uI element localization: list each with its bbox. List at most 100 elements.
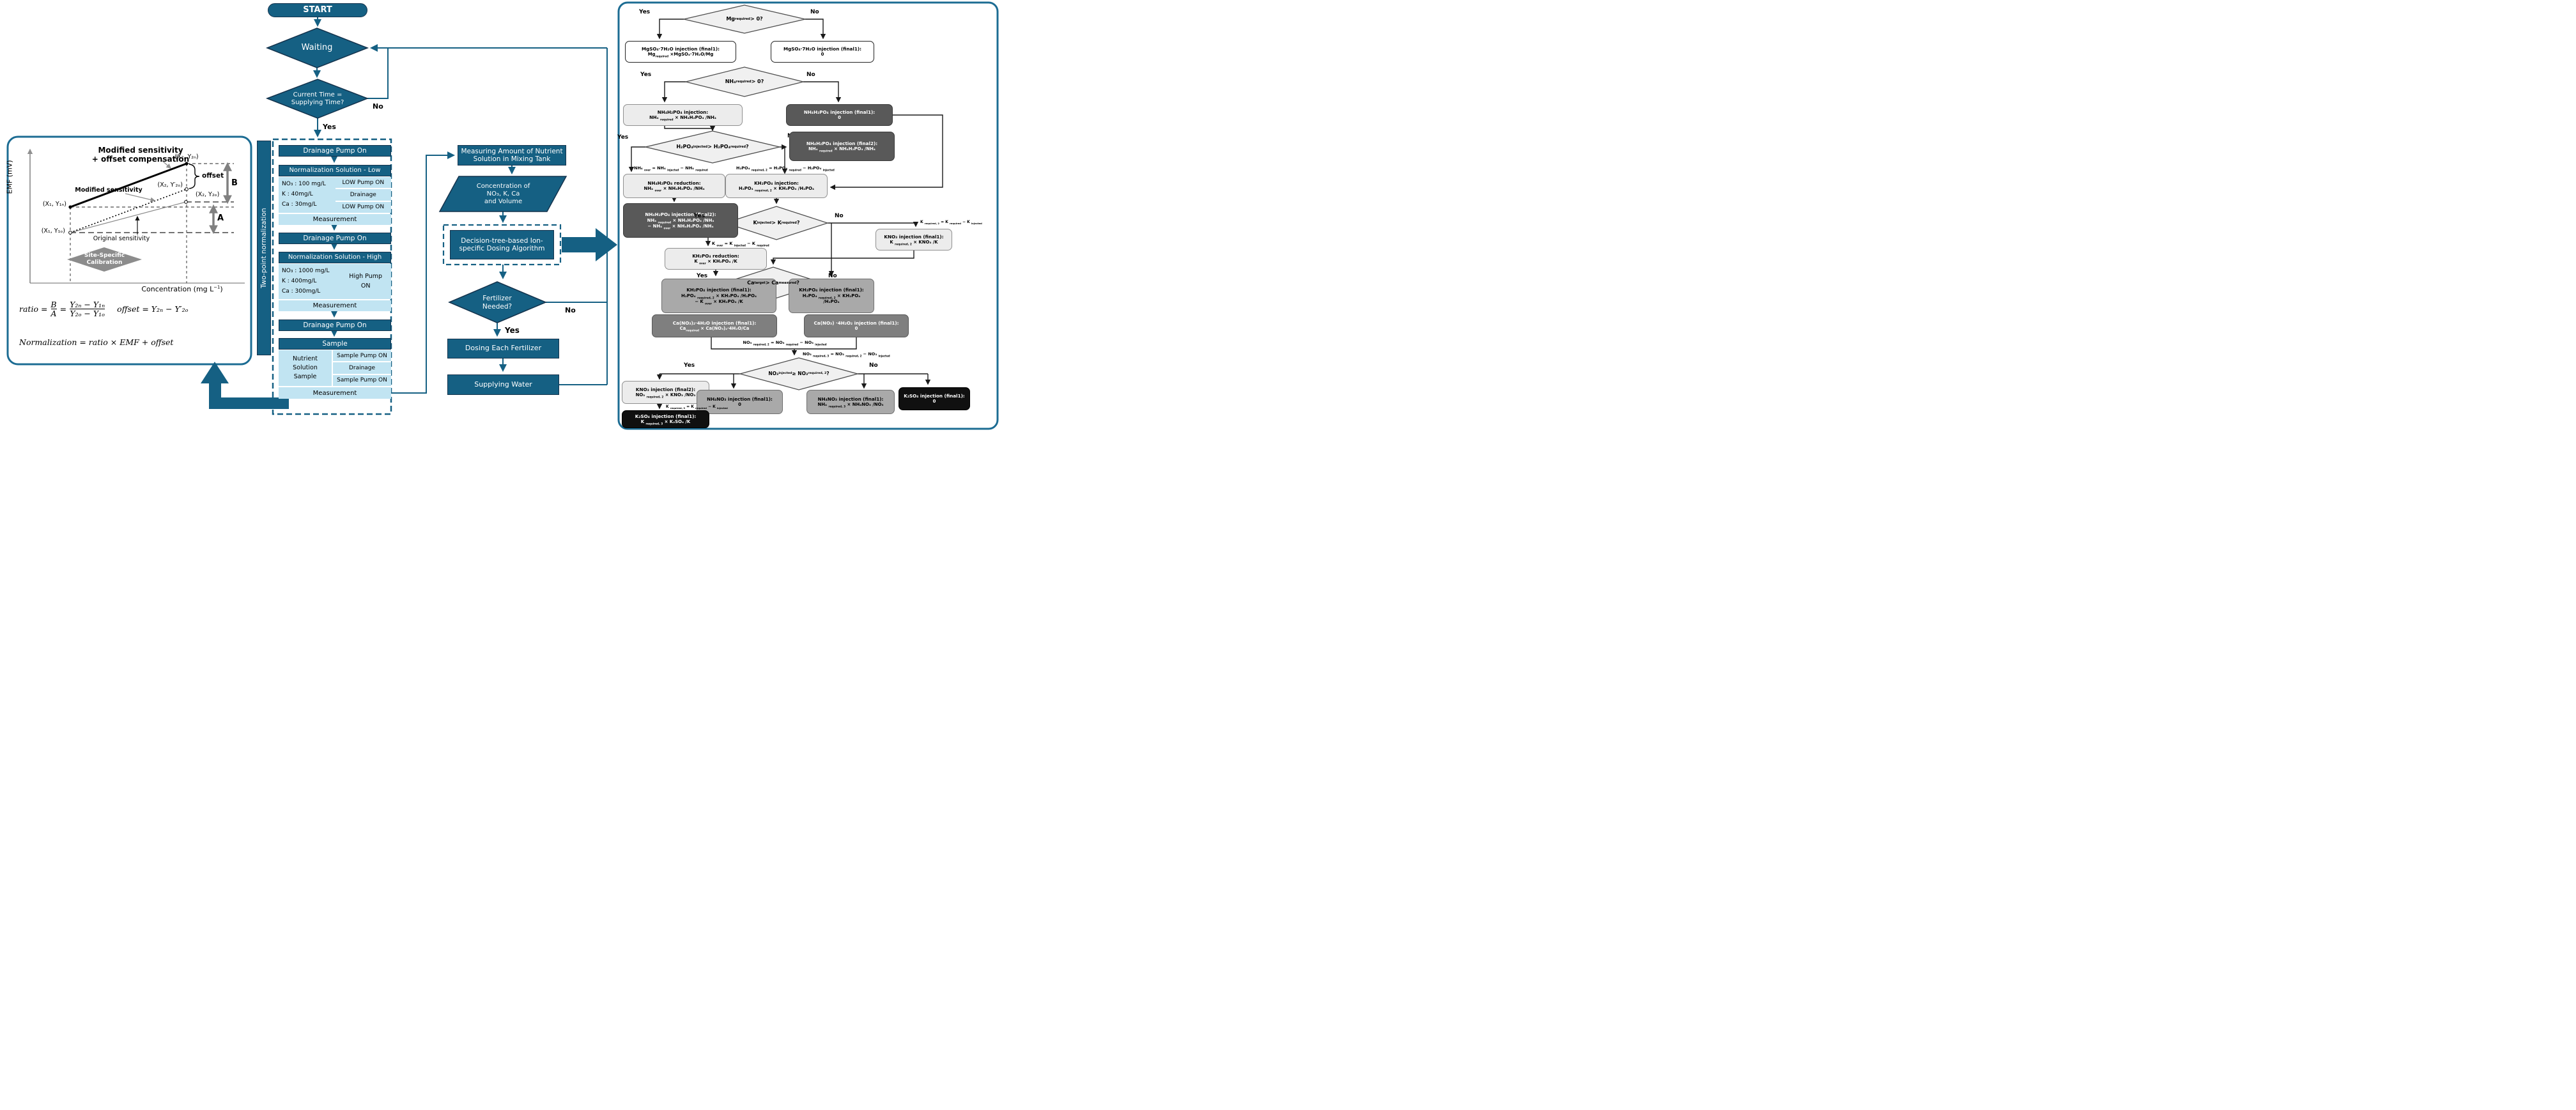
offset-label: offset <box>202 172 224 180</box>
cano3-final1-box: Ca(NO₃)₂·4H₂O injection (final1):Carequi… <box>652 314 777 337</box>
nh4h2po4-final2-yes-box: NH₄H₂PO₄ injection (final2):NH₄ required… <box>623 203 738 238</box>
h2po4-diamond <box>645 130 780 164</box>
kh2po4-final1-no-box: KH₂PO₄ injection (final1):H₂PO₄ required… <box>789 279 874 313</box>
nh4h2po4-injection-box: NH₄H₂PO₄ injection:NH₄ required × NH₄H₂P… <box>623 104 743 126</box>
two-point-side-label: Two-point normalization <box>257 141 271 355</box>
point-x2-y2o <box>184 200 188 204</box>
modified-pointer-arrow <box>125 193 156 203</box>
modified-sensitivity-line <box>70 189 187 233</box>
timecheck-diamond <box>265 79 369 119</box>
ratio-lhs: ratio = <box>19 304 48 314</box>
x-axis-label: Concentration (mg L−1) <box>141 284 223 293</box>
sample-pump-rows: Sample Pump ON Drainage Sample Pump ON <box>333 350 391 386</box>
k2so4-zero-box: K₂SO₄ injection (final1):0 <box>899 387 970 410</box>
point-x1-y1o <box>68 231 72 235</box>
nh4h2po4-final1-zero-box: NH₄H₂PO₄ injection (final1):0 <box>786 104 893 126</box>
measurement-bar-2: Measurement <box>279 300 391 311</box>
point-x2-y2n <box>185 162 189 166</box>
ca-merge <box>711 337 857 350</box>
measurement-bar-3: Measurement <box>279 387 391 399</box>
k-req2-equation: K required, 2 = K required − K injected <box>920 220 982 226</box>
k-diamond <box>723 206 829 240</box>
modified-sensitivity-label: Modified sensitivity <box>75 187 143 194</box>
nh4yes-to-h2po4-diamond <box>664 126 716 132</box>
h2po4-req2-equation: H₂PO₄ required, 2 = H₂PO₄ required − H₂P… <box>736 166 835 172</box>
normalization-low-header: Normalization Solution - Low <box>279 165 391 176</box>
mg-yes: Yes <box>639 9 651 15</box>
dosing-algorithm-box: Decision-tree-based Ion-specific Dosing … <box>450 230 554 259</box>
k-no: No <box>835 213 844 219</box>
graph-title-line1: Modified sensitivity <box>98 146 183 155</box>
normalization-equation: Normalization = ratio × EMF + offset <box>19 337 174 347</box>
point-label-x2y2n: (X₂, Y₂ₙ) <box>174 153 199 160</box>
mg-no: No <box>810 9 819 15</box>
figure-nutrient-dosing-flowchart: EMF (mV) Modified sensitivity + offset c… <box>0 0 1002 432</box>
supplying-water-box: Supplying Water <box>447 374 559 395</box>
original-sensitivity-label: Original sensitivity <box>93 235 150 242</box>
start-node: START <box>268 3 367 17</box>
k-yes: Yes <box>694 213 706 219</box>
mgso4-no-box: MgSO₄·7H₂O injection (final1):0 <box>771 41 874 63</box>
calibration-feedback-block-arrow <box>201 362 289 409</box>
point-label-x2y2o: (X₂, Y₂ₒ) <box>196 191 220 198</box>
low-pump-rows: LOW Pump ON Drainage LOW Pump ON <box>335 177 391 213</box>
diagram-shapes-layer <box>6 1 999 430</box>
timecheck-no-loop <box>367 48 389 99</box>
normalization-high-header: Normalization Solution - High <box>279 252 391 263</box>
offset-equation: offset = Y₂ₙ − Y′₂ₒ <box>117 304 189 314</box>
fertilizer-needed-diamond <box>448 281 547 323</box>
to-decision-tree-block-arrow <box>562 228 617 261</box>
point-x2-y2o-prime <box>185 187 189 191</box>
nh4-yes: Yes <box>640 72 652 78</box>
kh2po4-injection-box: KH₂PO₄ injection:H₂PO₄ required, 2 × KH₂… <box>725 174 828 198</box>
nh4-no: No <box>806 72 815 78</box>
normalization-to-measuring <box>391 151 455 394</box>
k-req3-equation: K required, 3 = K required − K injected <box>666 405 728 410</box>
algorithm-dashed-box <box>442 224 562 266</box>
offset-brace <box>189 164 200 189</box>
cano3-zero-box: Ca(NO₃) ·4H₂O₂ injection (final1):0 <box>804 314 909 337</box>
drainage-pump-bar-1: Drainage Pump On <box>279 145 391 157</box>
concentration-parallelogram <box>438 176 567 212</box>
no3-req3-equation: NO₃ required, 3 = NO₃ required, 2 − NO₃ … <box>803 351 890 358</box>
kh2po4-final1-yes-box: KH₂PO₄ injection (final1):H₂PO₄ required… <box>661 279 776 313</box>
mg-no-path <box>805 19 826 40</box>
no3-yes: Yes <box>684 362 695 369</box>
no3-req2-equation: NO₃ required, 2 = NO₃ required − NO₃ inj… <box>743 340 827 346</box>
nh4h2po4-final2-no-box: NH₄H₂PO₄ injection (final2):NH₄ required… <box>789 132 895 161</box>
nh4no3-final1-box: NH₄NO₃ injection (final1):NH₄ required, … <box>806 390 895 414</box>
fertilizer-yes-label: Yes <box>505 326 520 335</box>
dosing-box: Dosing Each Fertilizer <box>447 339 559 358</box>
mgso4-yes-box: MgSO₄·7H₂O injection (final1):Mgrequired… <box>625 41 736 63</box>
nh4-yes-path <box>661 81 686 103</box>
ca-no: No <box>828 273 837 279</box>
k-over-equation: K over = K injected − K required <box>712 241 769 247</box>
timecheck-yes-label: Yes <box>323 123 336 131</box>
title-pointer-arrow <box>160 159 171 169</box>
b-label: B <box>231 178 238 188</box>
original-sensitivity-line <box>70 201 187 233</box>
point-label-x2y2o-prime: (X₂, Y′₂ₒ) <box>157 181 183 189</box>
fertilizer-no-label: No <box>565 306 576 314</box>
waiting-diamond <box>265 27 369 68</box>
nh4-over-equation: NH₄ over = NH₄ injected − NH₄ required <box>634 166 708 172</box>
calibration-panel-frame <box>6 135 252 366</box>
kno3-final2-box: KNO₃ injection (final2):NO₃ required, 2 … <box>622 381 709 404</box>
nh4h2po4-reduction-box: NH₄H₂PO₄ reduction:NH₄ over × NH₄H₂PO₄ /… <box>623 174 725 198</box>
no3-diamond <box>738 357 860 390</box>
site-specific-calibration-diamond <box>67 247 142 272</box>
mg-diamond <box>683 4 806 34</box>
nh4zero-wrap-to-kh2po4 <box>829 114 943 190</box>
k2so4-final1-box: K₂SO₄ injection (final1):K required, 3 ×… <box>622 410 709 428</box>
kh2po4-reduction-box: KH₂PO₄ reduction:K over × KH₂PO₄ /K <box>665 248 767 270</box>
